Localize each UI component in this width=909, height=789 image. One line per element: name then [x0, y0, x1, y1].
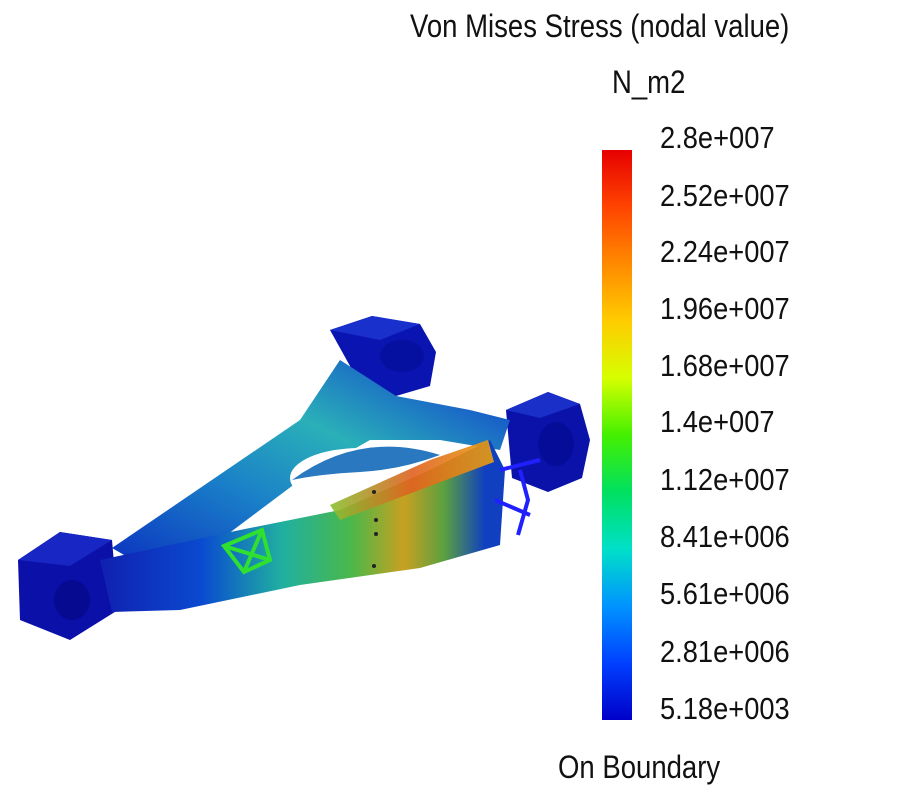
tick-label: 2.81e+006 [660, 634, 790, 669]
tick-label: 2.24e+007 [660, 234, 790, 269]
tick-label: 1.96e+007 [660, 291, 790, 326]
left-boss [18, 532, 118, 640]
tick-label: 5.18e+003 [660, 691, 790, 726]
tick-label: 1.4e+007 [660, 404, 775, 439]
legend-unit: N_m2 [612, 64, 686, 100]
tick-label: 2.8e+007 [660, 120, 775, 155]
right-boss [506, 392, 590, 492]
stress-colorbar [602, 150, 632, 720]
clamp-marker [220, 527, 273, 575]
legend-footer: On Boundary [558, 749, 721, 785]
legend-title: Von Mises Stress (nodal value) [410, 8, 790, 44]
tick-label: 2.52e+007 [660, 178, 790, 213]
tick-label: 8.41e+006 [660, 519, 790, 554]
load-arrows [494, 458, 541, 536]
tick-label: 1.12e+007 [660, 462, 790, 497]
tick-label: 1.68e+007 [660, 348, 790, 383]
tick-label: 5.61e+006 [660, 576, 790, 611]
